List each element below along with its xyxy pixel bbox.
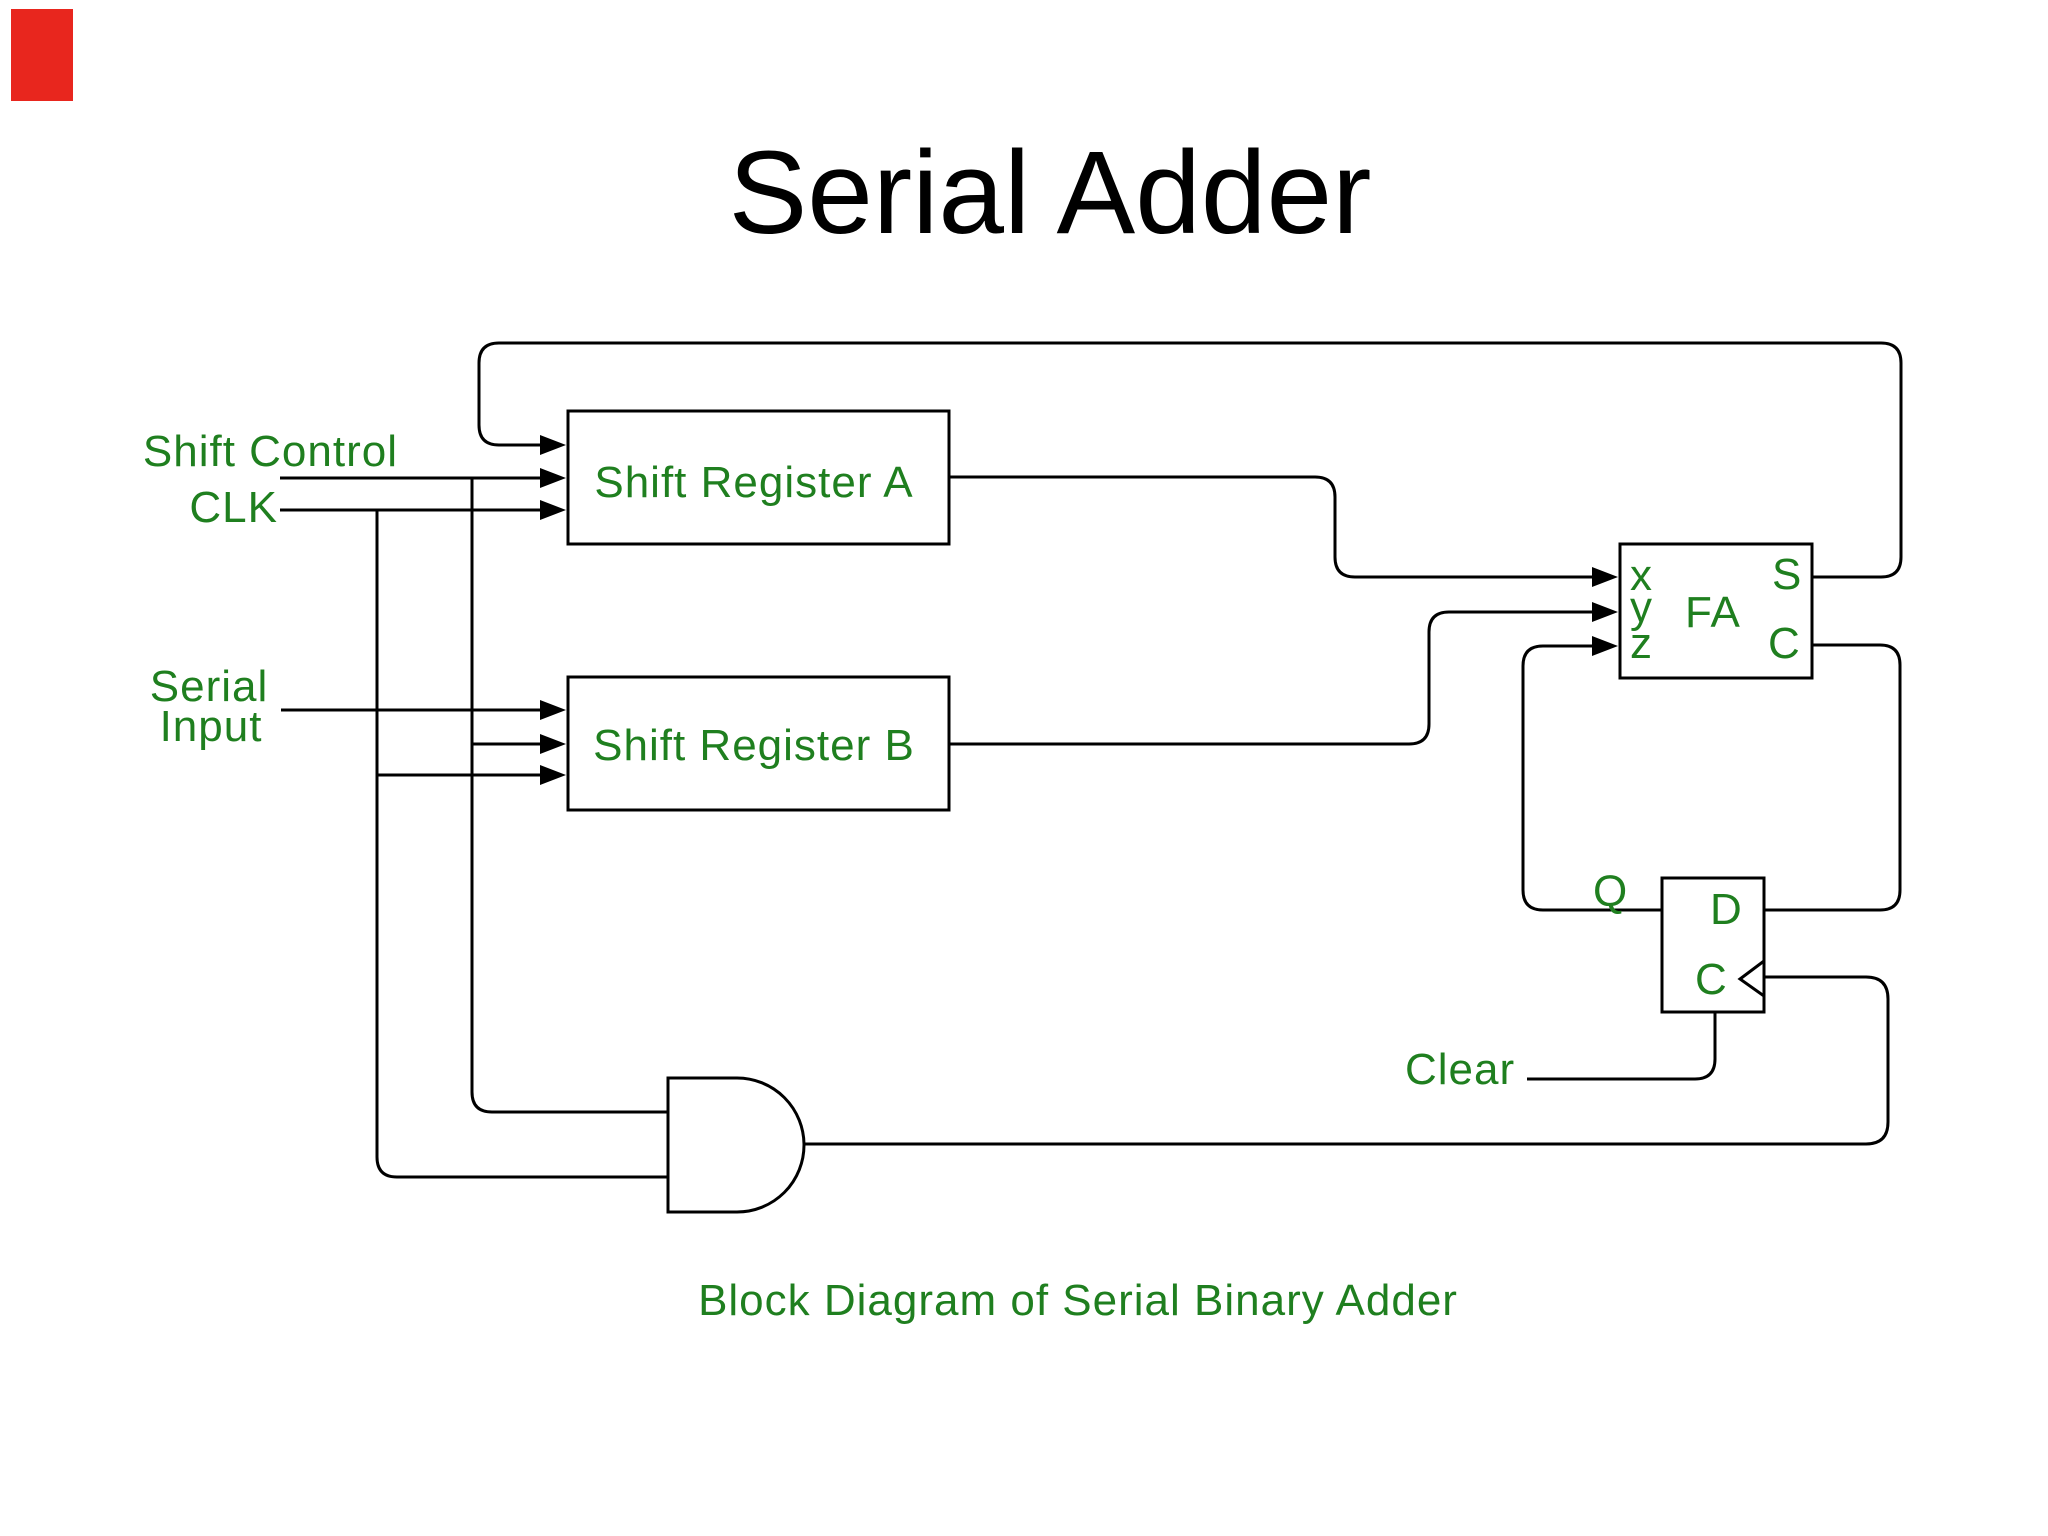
clk-label: CLK: [189, 483, 278, 532]
q-feedback-wire: [1521, 644, 1662, 912]
shift-register-b-label: Shift Register B: [593, 721, 915, 770]
serial-input-label-line1: Serial: [150, 662, 269, 711]
shift-control-label: Shift Control: [143, 427, 398, 476]
arrowhead-clk-into-sra: [540, 500, 566, 520]
page-title: Serial Adder: [729, 127, 1372, 259]
arrowhead-shiftcontrol-into-sra: [540, 468, 566, 488]
srb-output-wire: [949, 610, 1594, 746]
arrowhead-serial-into-srb: [540, 700, 566, 720]
shift-control-vertical-wire: [470, 478, 668, 1114]
fa-port-y-label: y: [1630, 583, 1653, 632]
clk-vertical-wire: [375, 510, 668, 1179]
arrowhead-into-fa-z: [1592, 636, 1618, 656]
arrowhead-loop-into-sra: [540, 435, 566, 455]
gated-clock-wire: [804, 975, 1890, 1146]
fa-port-c-label: C: [1768, 619, 1801, 668]
fa-port-x-label: x: [1630, 551, 1653, 600]
arrowhead-clk-into-srb: [540, 765, 566, 785]
clock-chevron-icon: [1737, 959, 1765, 998]
carry-to-d-wire: [1764, 643, 1902, 912]
slide-accent-bar: [11, 9, 73, 101]
flipflop-q-label: Q: [1593, 867, 1628, 916]
shift-register-b-box: [566, 675, 951, 812]
shift-register-a-box: [566, 409, 951, 546]
clear-label: Clear: [1405, 1045, 1515, 1094]
full-adder-box: [1618, 542, 1814, 680]
arrowhead-into-fa-y: [1592, 602, 1618, 622]
flipflop-clock-label: C: [1695, 955, 1728, 1004]
arrowhead-into-fa-x: [1592, 567, 1618, 587]
flipflop-d-label: D: [1710, 885, 1743, 934]
arrowhead-shiftcontrol-into-srb: [540, 734, 566, 754]
diagram-caption: Block Diagram of Serial Binary Adder: [698, 1276, 1458, 1325]
serial-input-label-line2: Input: [160, 702, 263, 751]
full-adder-label: FA: [1685, 588, 1741, 637]
sra-output-wire: [949, 475, 1594, 579]
and-gate: [666, 1076, 806, 1214]
sum-feedback-wire: [477, 341, 1903, 579]
shift-register-a-label: Shift Register A: [594, 458, 913, 507]
clear-wire: [1527, 1012, 1717, 1081]
fa-port-s-label: S: [1772, 550, 1802, 599]
fa-port-z-label: z: [1630, 619, 1653, 668]
d-flip-flop-box: [1660, 876, 1766, 1014]
